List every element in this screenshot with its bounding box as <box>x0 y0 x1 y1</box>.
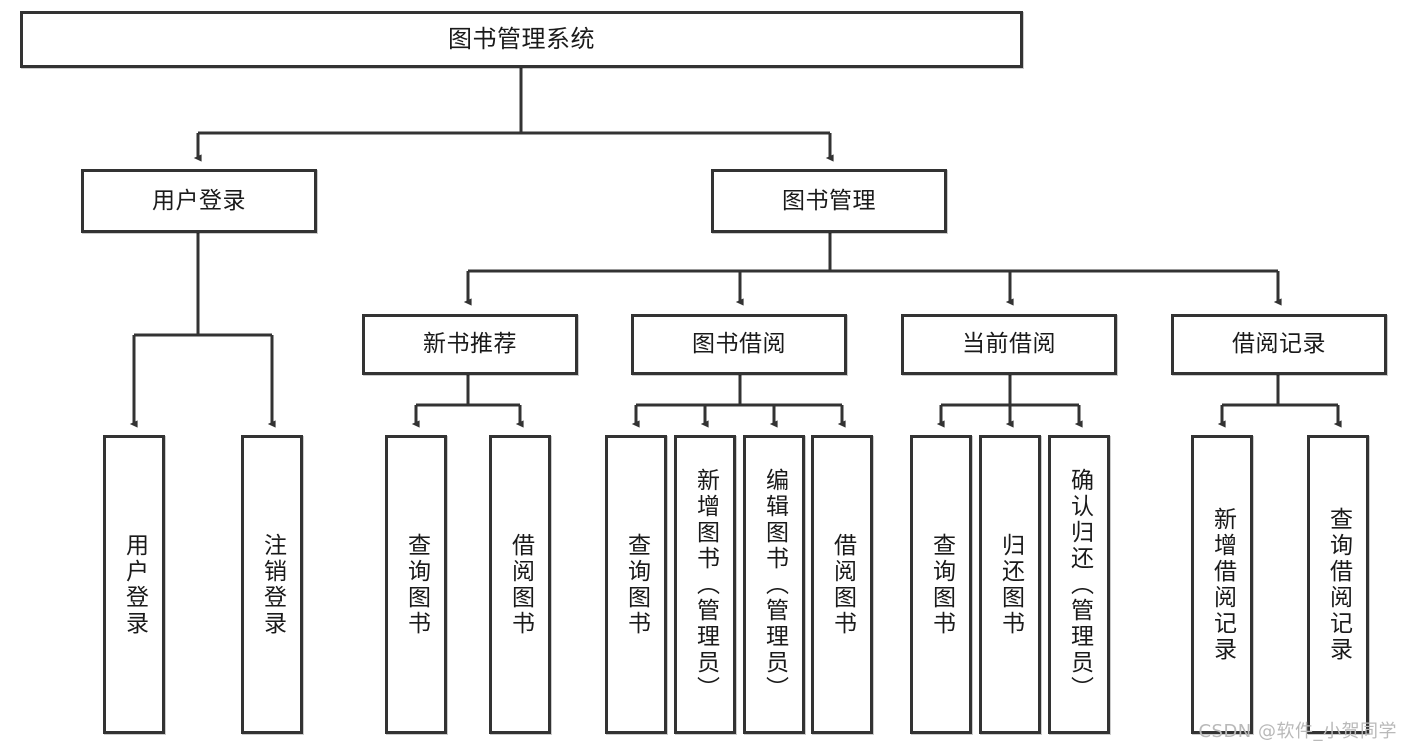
node-label: 新书推荐 <box>423 331 517 358</box>
node-book-borrow[interactable]: 图书借阅 <box>631 314 847 375</box>
csdn-watermark: CSDN @软件_小贺同学 <box>1198 721 1397 742</box>
node-label: 新增图书（管理员） <box>692 467 719 702</box>
node-label: 确认归还（管理员） <box>1066 467 1093 702</box>
leaf-return-book[interactable]: 归还图书 <box>979 435 1041 734</box>
node-borrow-record[interactable]: 借阅记录 <box>1171 314 1387 375</box>
node-current-borrow[interactable]: 当前借阅 <box>901 314 1117 375</box>
leaf-query-borrow-record[interactable]: 查询借阅记录 <box>1307 435 1369 734</box>
leaf-borrow-book[interactable]: 借阅图书 <box>811 435 873 734</box>
node-label: 借阅图书 <box>507 532 534 637</box>
node-label: 用户登录 <box>152 187 246 214</box>
node-label: 归还图书 <box>997 532 1024 637</box>
node-user-login[interactable]: 用户登录 <box>81 169 317 233</box>
node-label: 图书借阅 <box>692 331 786 358</box>
node-label: 查询图书 <box>403 532 430 637</box>
node-label: 查询借阅记录 <box>1325 506 1352 663</box>
node-label: 图书管理 <box>782 187 876 214</box>
node-label: 新增借阅记录 <box>1209 506 1236 663</box>
leaf-confirm-return-admin[interactable]: 确认归还（管理员） <box>1048 435 1110 734</box>
node-label: 编辑图书（管理员） <box>761 467 788 702</box>
leaf-query-book-recommend[interactable]: 查询图书 <box>385 435 447 734</box>
leaf-query-book-borrow[interactable]: 查询图书 <box>605 435 667 734</box>
leaf-add-book-admin[interactable]: 新增图书（管理员） <box>674 435 736 734</box>
node-root-book-management-system[interactable]: 图书管理系统 <box>20 11 1023 68</box>
leaf-add-borrow-record[interactable]: 新增借阅记录 <box>1191 435 1253 734</box>
node-label: 借阅记录 <box>1232 331 1326 358</box>
leaf-borrow-book-recommend[interactable]: 借阅图书 <box>489 435 551 734</box>
leaf-user-login[interactable]: 用户登录 <box>103 435 165 734</box>
node-label: 注销登录 <box>259 532 286 637</box>
node-new-book-recommend[interactable]: 新书推荐 <box>362 314 578 375</box>
node-label: 查询图书 <box>623 532 650 637</box>
node-label: 查询图书 <box>928 532 955 637</box>
node-label: 当前借阅 <box>962 331 1056 358</box>
node-label: 图书管理系统 <box>448 24 595 53</box>
leaf-query-book-current[interactable]: 查询图书 <box>910 435 972 734</box>
node-label: 用户登录 <box>121 532 148 637</box>
node-label: 借阅图书 <box>829 532 856 637</box>
node-book-manage[interactable]: 图书管理 <box>711 169 947 233</box>
leaf-edit-book-admin[interactable]: 编辑图书（管理员） <box>743 435 805 734</box>
leaf-logout-login[interactable]: 注销登录 <box>241 435 303 734</box>
